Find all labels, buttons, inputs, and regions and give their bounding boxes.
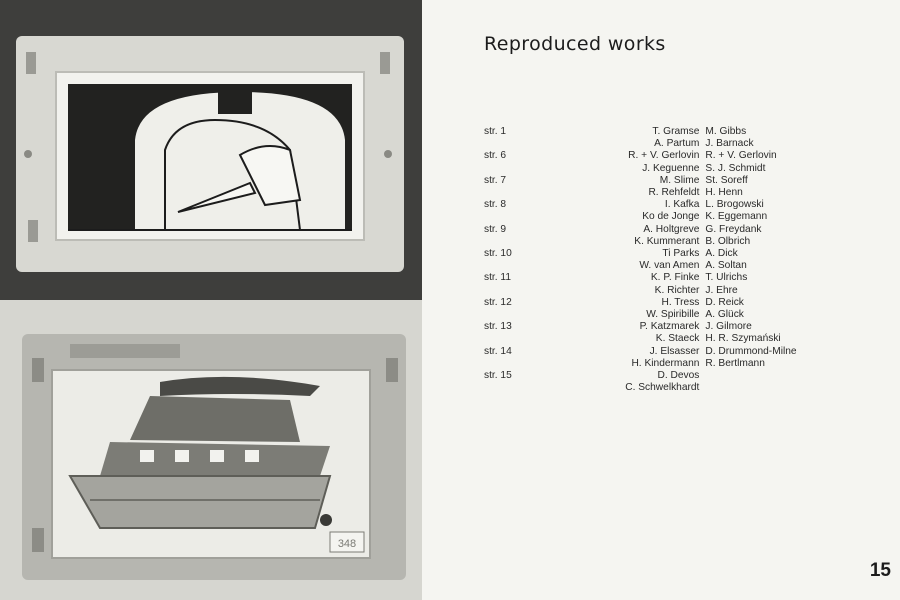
artist-name: P. Katzmarek [639, 321, 700, 333]
artist-name: R. Bertlmann [705, 357, 765, 369]
artist-name: H. Kindermann [631, 357, 700, 369]
artist-name: A. Partum [654, 138, 700, 150]
credit-page-ref: str. 6 [484, 150, 507, 162]
artist-name: Ko de Jonge [642, 211, 700, 223]
ship-drawing-illustration: 348 [0, 300, 422, 600]
artist-name: I. Kafka [664, 199, 700, 211]
credit-page-ref: str. 12 [484, 296, 512, 308]
knife-drawing-illustration [0, 0, 422, 300]
artist-name: J. Keguenne [642, 162, 700, 174]
artist-name: R. Rehfeldt [648, 187, 700, 199]
photo-sticker-label: 348 [338, 538, 356, 550]
credit-page-ref: str. 15 [484, 370, 512, 382]
artist-name: J. Barnack [705, 138, 754, 150]
artist-name: W. van Amen [639, 260, 700, 272]
artist-name: J. Gilmore [705, 321, 752, 333]
credit-page-ref: str. 9 [484, 223, 507, 235]
artist-name: K. Kummerant [634, 235, 700, 247]
credit-page-ref: str. 7 [484, 174, 507, 186]
artist-name: A. Holtgreve [643, 223, 700, 235]
page-title: Reproduced works [484, 33, 666, 55]
artist-name: Ti Parks [662, 248, 700, 260]
artist-name: A. Dick [705, 248, 738, 260]
artist-name: C. Schwelkhardt [625, 382, 700, 394]
credit-page-ref: str. 13 [484, 321, 512, 333]
artist-name: St. Soreff [705, 174, 748, 186]
artist-name: D. Reick [705, 296, 744, 308]
artist-name: D. Drummond-Milne [705, 345, 797, 357]
photo-ship-drawing: 348 [0, 300, 422, 600]
artist-name: R. + V. Gerlovin [705, 150, 777, 162]
photo-knife-drawing [0, 0, 422, 300]
artist-name: H. Henn [705, 187, 743, 199]
credit-right-names [705, 370, 824, 394]
artist-name: H. R. Szymański [705, 333, 781, 345]
artist-name: G. Freydank [705, 223, 762, 235]
artist-name: K. Eggemann [705, 211, 768, 223]
artist-name: J. Ehre [705, 284, 738, 296]
credit-page-ref: str. 1 [484, 126, 507, 137]
artist-name: M. Gibbs [705, 126, 747, 137]
artist-name: K. Richter [654, 284, 700, 296]
photo-page: 348 [0, 0, 422, 600]
artist-name: H. Tress [661, 296, 700, 308]
artist-name: T. Ulrichs [705, 272, 748, 284]
credit-page-ref: str. 8 [484, 199, 507, 211]
credit-page-ref: str. 11 [484, 272, 511, 284]
credit-page-ref: str. 14 [484, 345, 512, 357]
artist-name: K. P. Finke [650, 272, 700, 284]
artist-name: L. Brogowski [705, 199, 764, 211]
artist-name: M. Slime [659, 174, 700, 186]
artist-name: B. Olbrich [705, 235, 751, 247]
artist-name: K. Staeck [655, 333, 700, 345]
artist-name: T. Gramse [652, 126, 700, 137]
artist-name: J. Elsasser [649, 345, 700, 357]
artist-name: S. J. Schmidt [705, 162, 766, 174]
artist-name: A. Glück [705, 309, 744, 321]
artist-name: W. Spiribille [646, 309, 700, 321]
artist-name: A. Soltan [705, 260, 747, 272]
page-number: 15 [869, 560, 891, 581]
artist-name: D. Devos [657, 370, 700, 382]
artist-name: R. + V. Gerlovin [628, 150, 700, 162]
credit-page-ref: str. 10 [484, 248, 512, 260]
